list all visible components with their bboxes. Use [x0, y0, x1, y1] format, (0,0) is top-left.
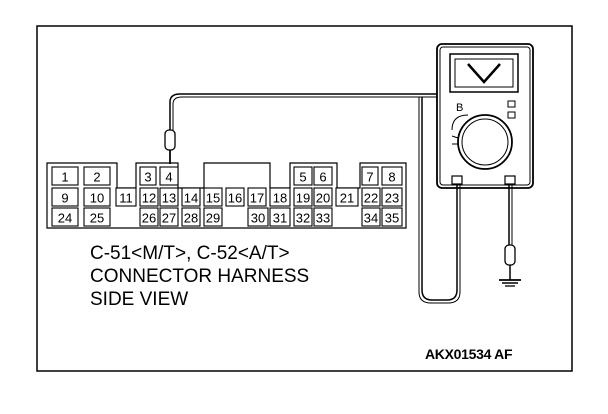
- meter-label: B: [456, 102, 463, 114]
- connector-pin-label: 8: [388, 170, 395, 185]
- connector-pin-12: 12: [139, 187, 159, 207]
- connector-pin-label: 1: [61, 170, 68, 185]
- connector-pin-27: 27: [159, 207, 179, 227]
- probe-wire-positive: [169, 93, 437, 164]
- connector-pin-28: 28: [181, 207, 201, 227]
- connector-pin-label: 22: [364, 191, 378, 206]
- connector-pin-label: 11: [119, 191, 133, 206]
- connector-pin-label: 30: [251, 211, 265, 226]
- connector-pin-25: 25: [83, 207, 111, 227]
- connector-pin-1: 1: [51, 166, 79, 186]
- connector-pin-label: 33: [316, 211, 330, 226]
- connector-pin-5: 5: [293, 166, 313, 186]
- connector-pin-label: 24: [58, 211, 72, 226]
- connector-pin-label: 12: [142, 191, 156, 206]
- meter-lead-loop-inner: [418, 97, 461, 304]
- connector-pin-2: 2: [83, 166, 111, 186]
- meter-lead-loop: [421, 97, 458, 301]
- connector-pin-label: 32: [296, 211, 310, 226]
- connector-pin-24: 24: [51, 207, 79, 227]
- connector-pin-18: 18: [269, 187, 291, 207]
- connector-pin-label: 4: [165, 170, 172, 185]
- connector-pin-label: 31: [273, 211, 287, 226]
- multimeter-icon: [436, 43, 534, 189]
- connector-pin-label: 17: [250, 191, 264, 206]
- probe-wire-positive-outer: [172, 96, 437, 130]
- connector-pin-34: 34: [361, 207, 381, 227]
- probe-tip-icon: [164, 129, 176, 163]
- connector-pin-17: 17: [247, 187, 267, 207]
- connector-pin-label: 34: [364, 211, 378, 226]
- connector-pin-label: 28: [184, 211, 198, 226]
- connector-pin-label: 9: [61, 191, 68, 206]
- connector-pin-15: 15: [203, 187, 223, 207]
- connector-pin-6: 6: [313, 166, 333, 186]
- connector-pin-label: 15: [206, 191, 220, 206]
- connector-pin-label: 7: [366, 170, 373, 185]
- caption-harness: CONNECTOR HARNESS: [90, 266, 310, 287]
- connector-pin-13: 13: [159, 187, 179, 207]
- connector-pin-label: 6: [319, 170, 326, 185]
- ground-icon: [499, 279, 521, 287]
- connector-pin-29: 29: [203, 207, 223, 227]
- connector-pin-label: 29: [206, 211, 220, 226]
- connector-pin-9: 9: [51, 187, 79, 207]
- connector-pin-label: 2: [93, 170, 100, 185]
- connector-pin-label: 21: [340, 191, 354, 206]
- connector-pin-label: 18: [273, 191, 287, 206]
- connector-pin-label: 19: [296, 191, 310, 206]
- connector-pin-label: 14: [184, 191, 198, 206]
- connector-pin-label: 26: [142, 211, 156, 226]
- connector-pin-label: 35: [385, 211, 399, 226]
- connector-pin-10: 10: [83, 187, 111, 207]
- connector-pin-32: 32: [293, 207, 313, 227]
- connector-pin-4: 4: [159, 166, 179, 186]
- connector-pin-label: 3: [144, 170, 151, 185]
- connector-pin-label: 5: [299, 170, 306, 185]
- connector-pin-23: 23: [381, 187, 403, 207]
- connector-pin-label: 27: [162, 211, 176, 226]
- connector-pin-33: 33: [313, 207, 333, 227]
- connector-pin-16: 16: [225, 187, 245, 207]
- caption-view: SIDE VIEW: [90, 289, 189, 310]
- connector-pin-22: 22: [361, 187, 381, 207]
- ground-lead: [504, 184, 516, 280]
- connector-pin-label: 16: [228, 191, 242, 206]
- diagram-frame: [36, 25, 573, 372]
- connector-pin-7: 7: [361, 166, 379, 186]
- connector-pin-label: 13: [162, 191, 176, 206]
- connector-pin-20: 20: [313, 187, 333, 207]
- connector-pin-21: 21: [335, 187, 359, 207]
- connector-pin-label: 23: [385, 191, 399, 206]
- connector-pin-8: 8: [381, 166, 403, 186]
- reference-code: AKX01534 AF: [425, 346, 513, 362]
- connector-pin-19: 19: [293, 187, 313, 207]
- connector-pin-31: 31: [269, 207, 291, 227]
- connector-pin-35: 35: [381, 207, 403, 227]
- connector-pin-label: 25: [90, 211, 104, 226]
- connector-pin-label: 10: [90, 191, 104, 206]
- connector-pin-label: 20: [316, 191, 330, 206]
- connector-pin-30: 30: [247, 207, 269, 227]
- caption-connector-id: C-51<M/T>, C-52<A/T>: [90, 243, 290, 264]
- connector-pin-11: 11: [115, 187, 137, 207]
- connector-pin-26: 26: [139, 207, 159, 227]
- connector-pin-14: 14: [181, 187, 201, 207]
- connector-pin-3: 3: [139, 166, 157, 186]
